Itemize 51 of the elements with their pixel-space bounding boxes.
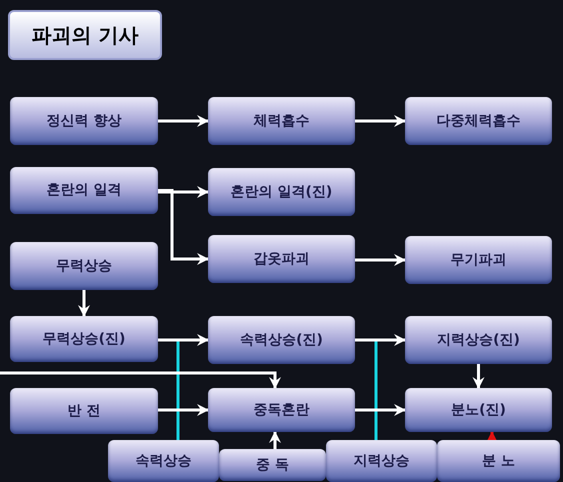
skill-box [108,440,219,482]
skill-box [405,97,552,145]
skill-label: 무력상승 [56,256,112,276]
skill-label: 속력상승 [136,452,192,470]
arrow [355,404,406,416]
arrow [0,372,281,389]
skill-label: 지력상승 [354,452,410,470]
arrow [355,115,406,127]
skill-box [10,167,158,214]
arrow [472,364,484,389]
arrow [158,186,209,198]
arrow [158,189,209,265]
skill-box [326,440,437,482]
skill-label: 체력흡수 [254,112,310,130]
skill-box [405,236,552,284]
skill-label: 지력상승(진) [437,330,520,350]
skill-box [10,242,158,290]
skill-box [208,168,355,216]
skill-box [208,316,355,364]
skill-label: 속력상승(진) [240,330,323,350]
arrow [158,115,209,127]
skill-label: 다중체력흡수 [436,112,520,130]
skill-box [208,235,355,283]
arrow [78,290,90,317]
skill-box [437,440,560,482]
arrow [355,334,406,346]
skill-label: 무기파괴 [450,250,506,270]
skill-box [208,388,355,432]
title: 파괴의 기사 [32,22,138,49]
skill-label: 분노(진) [451,400,506,420]
skill-label: 분 노 [482,452,515,470]
arrow [355,254,406,266]
arrow [158,404,209,416]
arrow [486,431,498,443]
skill-box [10,388,158,434]
skill-box [10,97,158,145]
skill-box [10,316,158,362]
skill-label: 혼란의 일격 [46,181,122,200]
skill-label: 혼란의 일격(진) [230,182,332,202]
arrow [158,334,209,346]
skill-label: 반 전 [68,402,100,420]
skill-label: 갑옷파괴 [254,250,310,268]
skill-label: 중독혼란 [254,400,310,420]
skill-box [405,388,552,432]
skill-label: 정신력 향상 [46,112,122,130]
skill-box [405,316,552,364]
skill-box [208,97,355,145]
skill-label: 중 독 [256,456,289,474]
skill-label: 무력상승(진) [42,330,126,348]
skill-box [219,449,326,481]
arrow [269,431,281,449]
